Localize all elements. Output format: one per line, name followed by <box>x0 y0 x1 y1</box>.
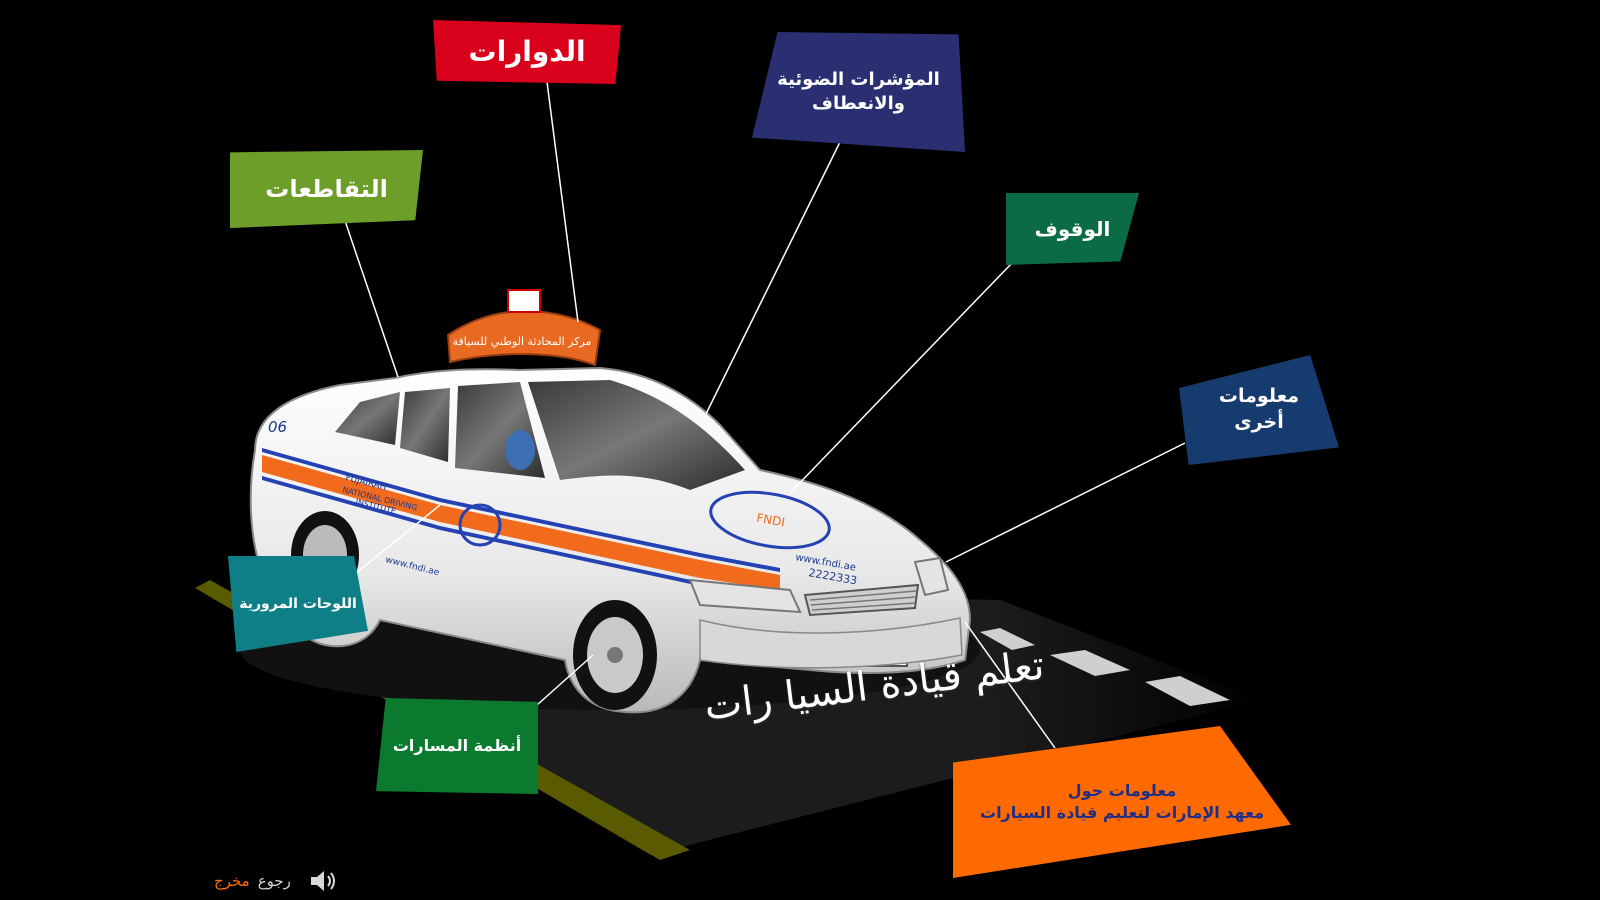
orange-stripe <box>262 455 780 590</box>
menu-intersections-label: التقاطعات <box>265 174 388 203</box>
road-dash-2 <box>1050 650 1130 676</box>
road-dash-1 <box>980 628 1035 650</box>
car-door-logo-text: FNDI <box>470 522 489 531</box>
pointer-roundabouts <box>546 81 579 323</box>
menu-institute-label-1: معلومات حول <box>1067 781 1177 801</box>
driver-head <box>505 430 535 470</box>
pointer-institute <box>964 621 1056 749</box>
menu-roundabouts[interactable]: الدوارات <box>433 20 621 84</box>
roof-sign <box>446 310 602 367</box>
rear-window <box>335 392 400 445</box>
roof-sign-text: مركز المحادثة الوطني للسياقة <box>453 335 592 348</box>
rear-door-window <box>400 388 450 462</box>
pointer-traffic-signs <box>354 504 441 575</box>
speaker-icon[interactable] <box>309 868 339 894</box>
exit-button[interactable]: مخرج <box>214 872 250 890</box>
menu-parking-label: الوقوف <box>1034 216 1111 241</box>
menu-other-label-2: أخرى <box>1234 411 1284 433</box>
road-dash-3 <box>1145 676 1230 706</box>
menu-signals-label-2: والانعطاف <box>812 93 905 114</box>
back-button[interactable]: رجوع <box>257 872 291 890</box>
menu-signals-label-1: المؤشرات الضوئية <box>777 68 940 90</box>
headlight-right <box>913 556 950 597</box>
menu-roundabouts-label: الدوارات <box>468 35 586 69</box>
menu-lanes-label: أنظمة المسارات <box>392 736 522 756</box>
car-number: 06 <box>268 418 287 436</box>
pointer-signals <box>702 141 841 421</box>
menu-institute-label-2: معهد الإمارات لتعليم قيادة السيارات <box>979 803 1265 822</box>
bottom-nav: مخرج رجوع <box>214 868 339 894</box>
windshield <box>528 380 745 490</box>
menu-intersections[interactable]: التقاطعات <box>230 150 423 228</box>
menu-parking[interactable]: الوقوف <box>1006 193 1139 265</box>
blue-stripe-1 <box>262 448 780 572</box>
pointer-lines <box>339 81 1186 749</box>
pointer-parking <box>789 261 1014 494</box>
bumper <box>699 617 963 669</box>
car-door-logo <box>458 503 502 547</box>
pointer-intersections <box>339 205 399 378</box>
headlight-left <box>688 578 802 614</box>
pointer-other <box>945 442 1186 563</box>
hood-logo-text: FNDI <box>755 511 786 530</box>
menu-signals-turning[interactable]: المؤشرات الضوئية والانعطاف <box>752 32 965 152</box>
hood-logo <box>709 490 831 550</box>
menu-lanes[interactable]: أنظمة المسارات <box>376 698 538 794</box>
menu-traffic-signs-label: اللوحات المرورية <box>239 595 357 612</box>
menu-other-label-1: معلومات <box>1218 385 1300 408</box>
grille-bars <box>809 590 917 611</box>
roof-sign-base <box>507 289 541 313</box>
